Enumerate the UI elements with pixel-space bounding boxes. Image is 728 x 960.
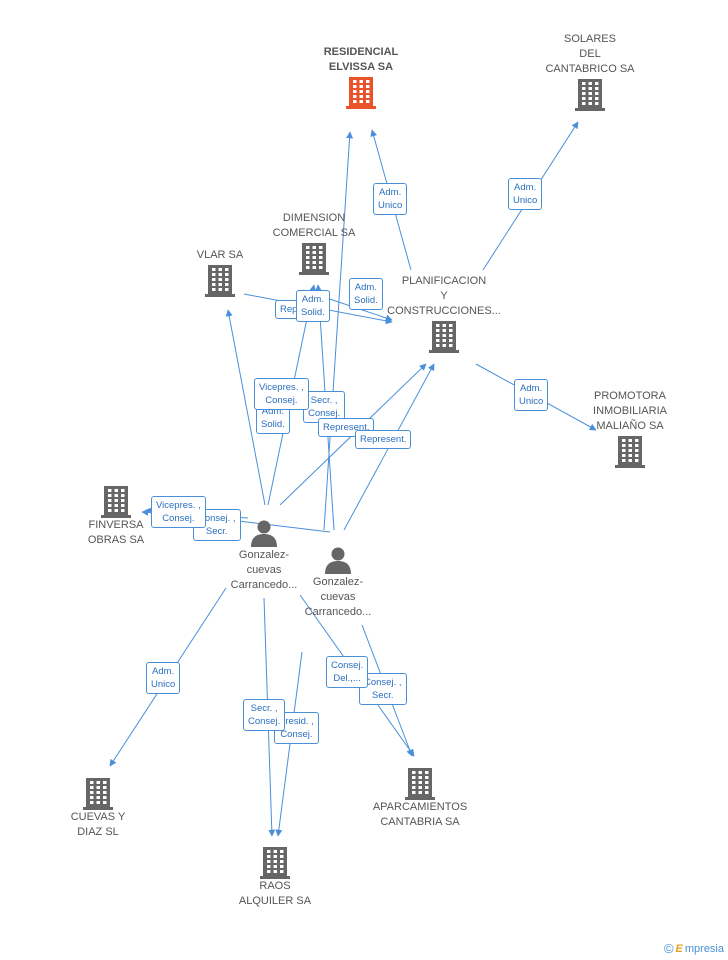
person-label: Gonzalez- cuevas Carrancedo...: [230, 549, 298, 591]
edge-line-15: [275, 651, 303, 837]
edge-label-consej-del: Consej. Del.,...: [326, 656, 369, 688]
building-icon: [260, 847, 290, 879]
person-label: Gonzalez- cuevas Carrancedo...: [304, 576, 372, 618]
edge-label-vicepres-consej: Vicepres. , Consej.: [254, 378, 309, 410]
person-icon: [251, 520, 277, 547]
company-residencial-elvissa[interactable]: RESIDENCIAL ELVISSA SA: [311, 45, 411, 109]
edge-line-6: [225, 309, 266, 506]
company-planificacion-y-construcciones[interactable]: PLANIFICACION Y CONSTRUCCIONES...: [382, 274, 506, 353]
edge-label-vicepres-consej: Vicepres. , Consej.: [151, 496, 206, 528]
building-icon: [101, 486, 131, 518]
company-label: SOLARES DEL CANTABRICO SA: [545, 33, 635, 75]
company-finversa-obras[interactable]: FINVERSA OBRAS SA: [66, 484, 166, 548]
company-solares-del-cantabrico[interactable]: SOLARES DEL CANTABRICO SA: [540, 32, 640, 111]
person-gonzalez-cuevas-1[interactable]: Gonzalez- cuevas Carrancedo...: [214, 518, 314, 593]
edge-label-adm-solid: Adm. Solid.: [296, 290, 330, 322]
company-dimension-comercial[interactable]: DIMENSION COMERCIAL SA: [264, 211, 364, 275]
company-label: VLAR SA: [196, 249, 244, 261]
company-vlar[interactable]: VLAR SA: [170, 248, 270, 297]
edge-label-secr-consej: Secr. , Consej.: [303, 391, 346, 423]
person-icon: [325, 547, 351, 574]
edge-label-adm-unico: Adm. Unico: [146, 662, 181, 694]
company-label: RESIDENCIAL ELVISSA SA: [323, 46, 399, 73]
building-icon: [346, 77, 376, 109]
company-promotora-inmobiliaria-maliano[interactable]: PROMOTORA INMOBILIARIA MALIAÑO SA: [578, 389, 682, 468]
company-label: RAOS ALQUILER SA: [238, 880, 312, 907]
edge-label-adm-unico: Adm. Unico: [508, 178, 543, 210]
building-icon: [205, 265, 235, 297]
company-aparcamientos-cantabria[interactable]: APARCAMIENTOS CANTABRIA SA: [362, 766, 478, 830]
company-label: PROMOTORA INMOBILIARIA MALIAÑO SA: [593, 390, 667, 432]
building-icon: [299, 243, 329, 275]
edge-label-secr-consej: Secr. , Consej.: [243, 699, 286, 731]
edge-label-adm-solid: Adm. Solid.: [349, 278, 383, 310]
company-label: DIMENSION COMERCIAL SA: [272, 212, 356, 239]
building-icon: [83, 778, 113, 810]
brand-initial: E: [675, 942, 683, 955]
building-icon: [575, 79, 605, 111]
company-cuevas-y-diaz[interactable]: CUEVAS Y DIAZ SL: [48, 776, 148, 840]
company-raos-alquiler[interactable]: RAOS ALQUILER SA: [225, 845, 325, 909]
edge-label-adm-unico: Adm. Unico: [373, 183, 408, 215]
edge-line-2: [323, 131, 354, 531]
edge-label-adm-unico: Adm. Unico: [514, 379, 549, 411]
company-label: APARCAMIENTOS CANTABRIA SA: [372, 801, 468, 828]
building-icon: [429, 321, 459, 353]
building-icon: [405, 768, 435, 800]
company-label: PLANIFICACION Y CONSTRUCCIONES...: [387, 275, 501, 317]
brand-name: mpresia: [684, 942, 724, 955]
copyright-icon: ©: [663, 941, 674, 956]
person-gonzalez-cuevas-2[interactable]: Gonzalez- cuevas Carrancedo...: [288, 545, 388, 620]
company-label: FINVERSA OBRAS SA: [87, 519, 145, 546]
company-label: CUEVAS Y DIAZ SL: [70, 811, 126, 838]
edge-label-represent: Represent.: [355, 430, 412, 449]
building-icon: [615, 436, 645, 468]
